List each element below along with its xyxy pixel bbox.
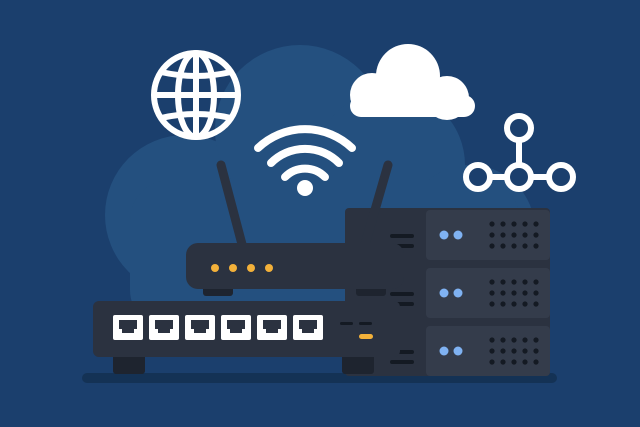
server-front-panel: [426, 268, 550, 318]
server-vent-hole: [500, 301, 506, 307]
server-vent-hole: [489, 279, 495, 285]
ethernet-port: [221, 315, 251, 340]
server-vent-hole: [489, 232, 495, 238]
server-front-panel: [426, 326, 550, 376]
server-led: [453, 288, 463, 298]
switch-foot-right: [342, 352, 374, 374]
router-led: [211, 264, 219, 272]
server-vent-hole: [500, 290, 506, 296]
server-vent-hole: [533, 348, 539, 354]
server-vent-hole: [500, 348, 506, 354]
server-unit: [390, 268, 550, 318]
server-vent-hole: [533, 279, 539, 285]
server-led: [439, 346, 449, 356]
server-vent-hole: [500, 221, 506, 227]
server-led: [453, 230, 463, 240]
server-vent-hole: [511, 348, 517, 354]
server-vent-hole: [522, 301, 528, 307]
router-body: [186, 243, 404, 289]
server-vent-hole: [489, 301, 495, 307]
server-vent-hole: [511, 232, 517, 238]
ethernet-port: [293, 315, 323, 340]
server-vent-hole: [522, 359, 528, 365]
server-vent-hole: [533, 290, 539, 296]
server-vent-line: [390, 360, 414, 364]
server-vent-hole: [511, 337, 517, 343]
server-vent-hole: [511, 243, 517, 249]
server-vent-hole: [522, 232, 528, 238]
server-vent-hole: [489, 243, 495, 249]
server-vent-hole: [500, 337, 506, 343]
server-vent-hole: [511, 221, 517, 227]
globe-icon: [151, 50, 241, 140]
server-vent-hole: [489, 221, 495, 227]
server-vent-hole: [533, 337, 539, 343]
router-led: [229, 264, 237, 272]
server-vent-hole: [500, 243, 506, 249]
server-vent-hole: [489, 337, 495, 343]
server-vent-hole: [522, 290, 528, 296]
ethernet-port: [149, 315, 179, 340]
ethernet-port: [257, 315, 287, 340]
switch-indicator-lines: [340, 322, 372, 325]
network-topology-icon: [463, 113, 576, 192]
server-vent-hole: [522, 221, 528, 227]
wifi-dot: [297, 180, 313, 196]
server-vent-hole: [511, 290, 517, 296]
server-led: [453, 346, 463, 356]
wireless-router: [186, 160, 404, 296]
server-vent-hole: [511, 279, 517, 285]
switch-status-led: [359, 334, 373, 339]
server-vent-hole: [522, 337, 528, 343]
server-vent-hole: [533, 221, 539, 227]
server-vent-hole: [533, 232, 539, 238]
server-front-panel: [426, 210, 550, 260]
server-vent-hole: [489, 290, 495, 296]
server-vent-hole: [500, 279, 506, 285]
ethernet-port: [185, 315, 215, 340]
router-led: [247, 264, 255, 272]
server-led: [439, 288, 449, 298]
server-vent-hole: [533, 243, 539, 249]
ethernet-port: [113, 315, 143, 340]
network-switch: [93, 301, 400, 374]
cloud-icon: [350, 44, 475, 120]
server-led: [439, 230, 449, 240]
server-vent-hole: [511, 301, 517, 307]
server-vent-hole: [522, 243, 528, 249]
server-vent-hole: [533, 359, 539, 365]
server-vent-hole: [522, 279, 528, 285]
server-vent-line: [390, 292, 414, 296]
wifi-icon: [254, 125, 356, 181]
switch-foot-left: [113, 352, 145, 374]
router-antenna-left: [216, 160, 248, 253]
server-vent-hole: [522, 348, 528, 354]
server-vent-hole: [489, 359, 495, 365]
server-vent-hole: [500, 359, 506, 365]
server-vent-hole: [489, 348, 495, 354]
server-vent-hole: [511, 359, 517, 365]
server-vent-line: [390, 234, 414, 238]
router-antenna-right: [359, 160, 393, 253]
server-vent-hole: [500, 232, 506, 238]
server-vent-hole: [533, 301, 539, 307]
server-unit: [390, 326, 550, 376]
router-led: [265, 264, 273, 272]
